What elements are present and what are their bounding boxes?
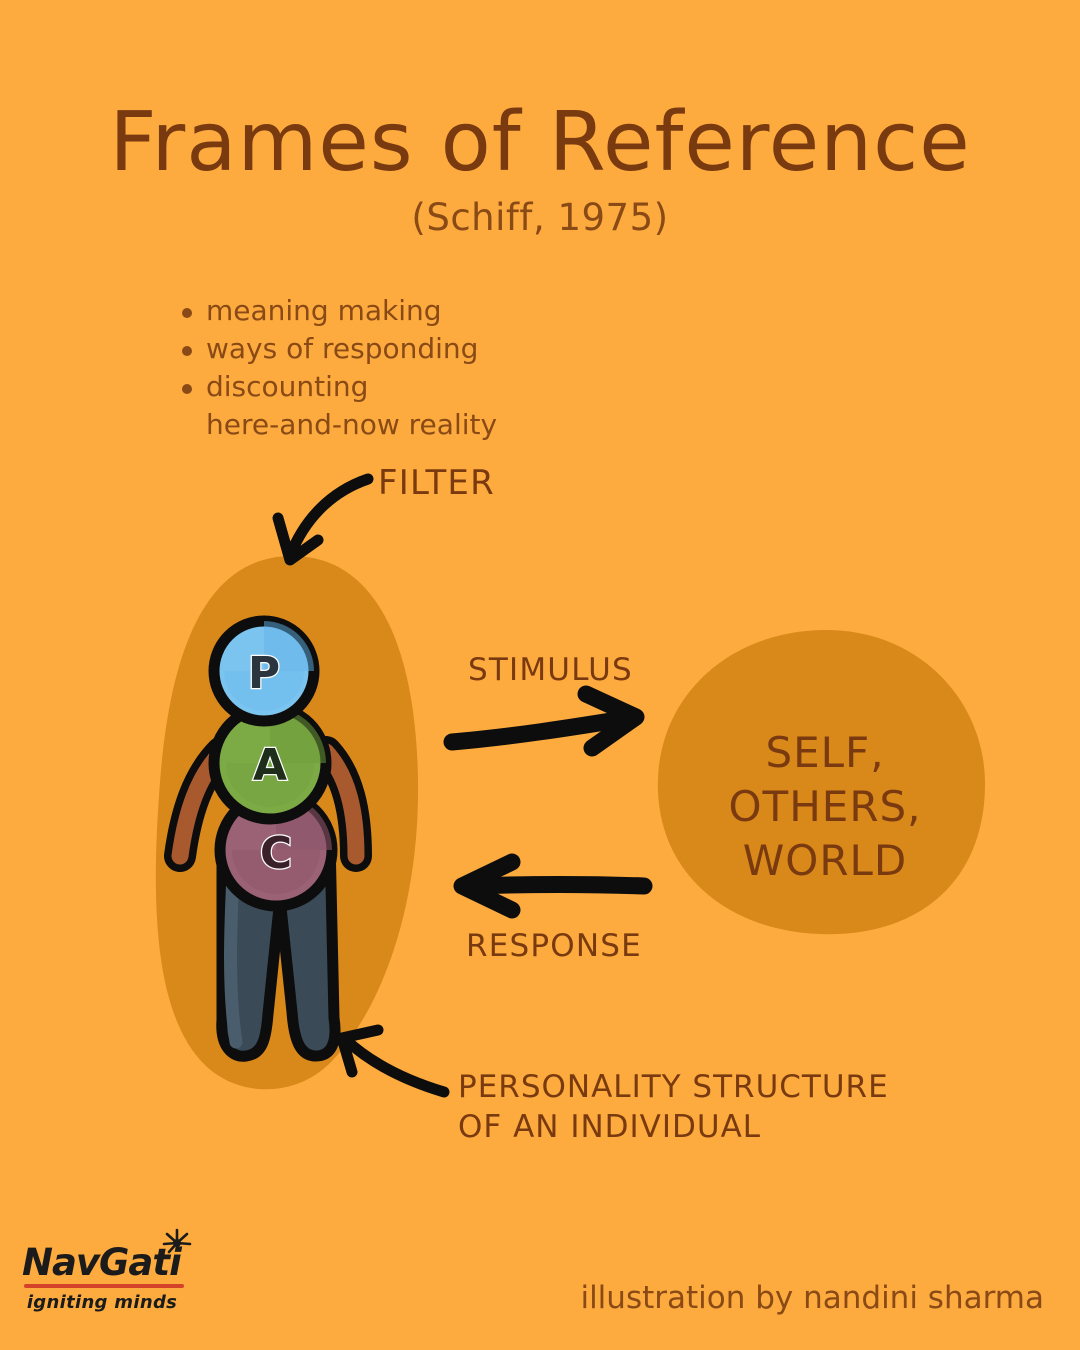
- caption-line-1: PERSONALITY STRUCTURE: [458, 1069, 889, 1105]
- filter-label: FILTER: [378, 463, 495, 503]
- caption-line-2: OF AN INDIVIDUAL: [458, 1108, 762, 1145]
- bullet-dot-icon: [182, 308, 192, 318]
- parent-letter: P: [248, 648, 280, 699]
- response-label: RESPONSE: [466, 928, 642, 964]
- personality-structure-caption: PERSONALITY STRUCTURE OF AN INDIVIDUAL: [458, 1068, 889, 1147]
- page-subtitle: (Schiff, 1975): [411, 196, 669, 239]
- bullet-dot-icon: [182, 384, 192, 395]
- spark-icon: [162, 1228, 192, 1254]
- blob-line-2: OTHERS,: [728, 781, 922, 831]
- list-item-label: ways of responding: [206, 332, 479, 366]
- list-item-label: discounting: [206, 370, 369, 404]
- self-others-world-blob: [657, 629, 985, 935]
- blob-line-1: SELF,: [765, 728, 885, 777]
- filter-arrow: [272, 473, 374, 566]
- self-others-world-label: SELF, OTHERS, WORLD: [660, 726, 990, 887]
- bullet-dot-icon: [182, 346, 192, 357]
- logo-underline: [24, 1284, 184, 1288]
- logo-wordmark: NavGati: [22, 1228, 202, 1284]
- personality-caption-arrow: [336, 1024, 450, 1098]
- list-item-continuation: here-and-now reality: [206, 408, 498, 442]
- illustration-credit: illustration by nandini sharma: [580, 1280, 1044, 1316]
- response-arrow: [453, 853, 653, 919]
- blob-line-3: WORLD: [742, 835, 908, 885]
- page-title: Frames of Reference: [109, 95, 971, 190]
- child-letter: C: [260, 828, 292, 879]
- navgati-logo[interactable]: NavGati igniting minds: [22, 1228, 202, 1313]
- logo-tagline: igniting minds: [26, 1292, 178, 1313]
- key-points-list: meaning making ways of responding discou…: [182, 292, 642, 444]
- adult-letter: A: [253, 740, 287, 791]
- list-item: discounting: [182, 368, 642, 406]
- list-item-label: meaning making: [206, 294, 442, 327]
- logo-wordmark-text: NavGati: [22, 1241, 182, 1284]
- list-item: ways of responding: [182, 330, 642, 368]
- stimulus-arrow: [443, 685, 645, 757]
- list-item: meaning making: [182, 292, 642, 330]
- stimulus-label: STIMULUS: [468, 652, 633, 688]
